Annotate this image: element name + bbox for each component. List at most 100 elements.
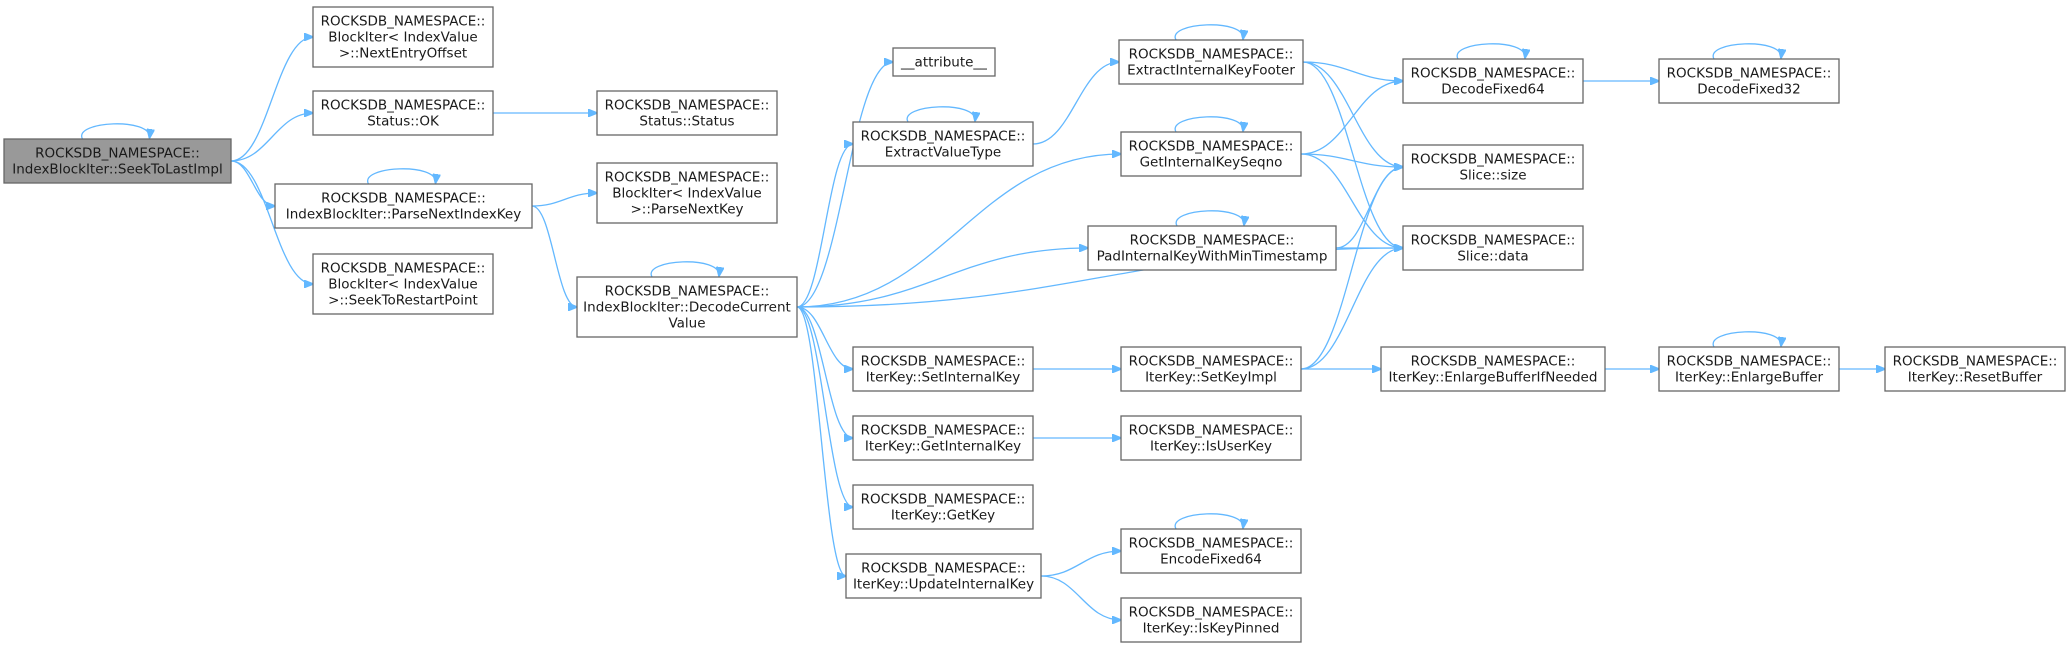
node-slice-size[interactable]: ROCKSDB_NAMESPACE::Slice::size <box>1402 144 1584 190</box>
node-label: Value <box>668 316 705 332</box>
node-label: IterKey::GetKey <box>891 508 995 524</box>
node-enlargebuffer[interactable]: ROCKSDB_NAMESPACE::IterKey::EnlargeBuffe… <box>1658 346 1840 392</box>
node-nextentryoffset[interactable]: ROCKSDB_NAMESPACE::BlockIter< IndexValue… <box>312 6 494 68</box>
edge-getinternalkeyseqno-to-getinternalkeyseqno <box>1174 116 1243 132</box>
edge-seektolast-to-seektolast <box>81 123 150 139</box>
node-label: ROCKSDB_NAMESPACE:: <box>605 98 770 114</box>
node-box <box>1380 346 1606 392</box>
node-setkeyimpl[interactable]: ROCKSDB_NAMESPACE::IterKey::SetKeyImpl <box>1120 346 1302 392</box>
node-box <box>1120 346 1302 392</box>
node-box <box>312 253 494 315</box>
node-label: Slice::data <box>1457 249 1528 265</box>
edge-parsenextindexkey-to-parsenextkey <box>531 193 597 207</box>
edge-padinternalkey-to-slice-size <box>1335 167 1403 249</box>
node-isuserkey[interactable]: ROCKSDB_NAMESPACE::IterKey::IsUserKey <box>1120 415 1302 461</box>
edge-parsenextindexkey-to-parsenextindexkey <box>367 168 436 184</box>
node-label: ROCKSDB_NAMESPACE:: <box>321 191 486 207</box>
node-label: IterKey::EnlargeBufferIfNeeded <box>1389 370 1598 386</box>
node-getkey[interactable]: ROCKSDB_NAMESPACE::IterKey::GetKey <box>852 484 1034 530</box>
node-label: Slice::size <box>1459 168 1526 184</box>
node-box <box>1087 225 1337 271</box>
edge-updateinternalkey-to-encodefixed64 <box>1040 551 1121 577</box>
edge-setkeyimpl-to-slice-size <box>1300 167 1403 370</box>
edge-decodecurrentvalue-to-extractvaluetype <box>796 144 853 308</box>
node-label: ROCKSDB_NAMESPACE:: <box>35 146 200 162</box>
node-encodefixed64[interactable]: ROCKSDB_NAMESPACE::EncodeFixed64 <box>1120 528 1302 574</box>
node-label: ROCKSDB_NAMESPACE:: <box>1129 139 1294 155</box>
node-attribute[interactable]: __attribute__ <box>892 47 996 77</box>
node-box <box>1402 144 1584 190</box>
node-label: __attribute__ <box>900 55 987 71</box>
node-seektolast[interactable]: ROCKSDB_NAMESPACE::IndexBlockIter::SeekT… <box>3 138 232 184</box>
node-resetbuffer[interactable]: ROCKSDB_NAMESPACE::IterKey::ResetBuffer <box>1884 346 2066 392</box>
node-seektorestartpoint[interactable]: ROCKSDB_NAMESPACE::BlockIter< IndexValue… <box>312 253 494 315</box>
node-getinternalkeyseqno[interactable]: ROCKSDB_NAMESPACE::GetInternalKeySeqno <box>1120 131 1302 177</box>
node-label: IterKey::EnlargeBuffer <box>1675 370 1823 386</box>
edge-setkeyimpl-to-slice-data <box>1300 248 1403 370</box>
node-box <box>576 276 798 338</box>
edge-decodecurrentvalue-to-getkey <box>796 306 853 507</box>
node-status-status[interactable]: ROCKSDB_NAMESPACE::Status::Status <box>596 90 778 136</box>
node-label: DecodeFixed64 <box>1441 82 1544 98</box>
node-label: DecodeFixed32 <box>1697 82 1800 98</box>
node-label: >::SeekToRestartPoint <box>328 293 478 309</box>
node-label: ROCKSDB_NAMESPACE:: <box>321 261 486 277</box>
node-label: ROCKSDB_NAMESPACE:: <box>1667 354 1832 370</box>
node-label: PadInternalKeyWithMinTimestamp <box>1097 249 1328 265</box>
node-box <box>852 484 1034 530</box>
node-label: ROCKSDB_NAMESPACE:: <box>1411 354 1576 370</box>
edge-decodecurrentvalue-to-updateinternalkey <box>796 306 846 576</box>
edge-decodecurrentvalue-to-getinternalkey <box>796 306 853 438</box>
node-slice-data[interactable]: ROCKSDB_NAMESPACE::Slice::data <box>1402 225 1584 271</box>
node-label: ROCKSDB_NAMESPACE:: <box>321 14 486 30</box>
node-parsenextkey[interactable]: ROCKSDB_NAMESPACE::BlockIter< IndexValue… <box>596 162 778 224</box>
nodes-layer: ROCKSDB_NAMESPACE::IndexBlockIter::SeekT… <box>3 6 2066 643</box>
node-label: ROCKSDB_NAMESPACE:: <box>321 98 486 114</box>
node-status-ok[interactable]: ROCKSDB_NAMESPACE::Status::OK <box>312 90 494 136</box>
edge-encodefixed64-to-encodefixed64 <box>1174 513 1243 529</box>
node-label: IndexBlockIter::SeekToLastImpl <box>12 162 222 178</box>
node-updateinternalkey[interactable]: ROCKSDB_NAMESPACE::IterKey::UpdateIntern… <box>845 553 1042 599</box>
node-label: IterKey::IsKeyPinned <box>1143 621 1280 637</box>
node-label: IterKey::UpdateInternalKey <box>853 577 1034 593</box>
node-label: BlockIter< IndexValue <box>328 30 477 46</box>
node-box <box>312 6 494 68</box>
node-label: ROCKSDB_NAMESPACE:: <box>605 170 770 186</box>
node-extractinternalkeyfooter[interactable]: ROCKSDB_NAMESPACE::ExtractInternalKeyFoo… <box>1118 39 1304 85</box>
node-box <box>1658 58 1840 104</box>
edge-decodecurrentvalue-to-setinternalkey <box>796 306 853 369</box>
node-iskeypinned[interactable]: ROCKSDB_NAMESPACE::IterKey::IsKeyPinned <box>1120 597 1302 643</box>
node-label: ROCKSDB_NAMESPACE:: <box>1411 233 1576 249</box>
node-extractvaluetype[interactable]: ROCKSDB_NAMESPACE::ExtractValueType <box>852 121 1034 167</box>
node-label: ROCKSDB_NAMESPACE:: <box>1129 47 1294 63</box>
node-padinternalkey[interactable]: ROCKSDB_NAMESPACE::PadInternalKeyWithMin… <box>1087 225 1337 271</box>
node-setinternalkey[interactable]: ROCKSDB_NAMESPACE::IterKey::SetInternalK… <box>852 346 1034 392</box>
edge-extractinternalkeyfooter-to-slice-size <box>1302 61 1403 167</box>
node-decodefixed32[interactable]: ROCKSDB_NAMESPACE::DecodeFixed32 <box>1658 58 1840 104</box>
node-label: ROCKSDB_NAMESPACE:: <box>1129 354 1294 370</box>
node-getinternalkey[interactable]: ROCKSDB_NAMESPACE::IterKey::GetInternalK… <box>852 415 1034 461</box>
node-box <box>1118 39 1304 85</box>
edge-seektolast-to-parsenextindexkey <box>230 160 275 206</box>
node-decodecurrentvalue[interactable]: ROCKSDB_NAMESPACE::IndexBlockIter::Decod… <box>576 276 798 338</box>
edge-getinternalkeyseqno-to-slice-size <box>1300 153 1403 167</box>
node-label: IterKey::GetInternalKey <box>865 439 1021 455</box>
node-label: ExtractValueType <box>885 145 1001 161</box>
node-label: ROCKSDB_NAMESPACE:: <box>861 492 1026 508</box>
node-box <box>1120 528 1302 574</box>
node-label: ROCKSDB_NAMESPACE:: <box>1129 423 1294 439</box>
node-parsenextindexkey[interactable]: ROCKSDB_NAMESPACE::IndexBlockIter::Parse… <box>274 183 533 229</box>
node-label: IterKey::IsUserKey <box>1150 439 1272 455</box>
node-label: EncodeFixed64 <box>1160 552 1262 568</box>
node-box <box>1402 58 1584 104</box>
node-enlargebufferifneeded[interactable]: ROCKSDB_NAMESPACE::IterKey::EnlargeBuffe… <box>1380 346 1606 392</box>
edge-extractvaluetype-to-extractvaluetype <box>906 106 975 122</box>
node-box <box>1402 225 1584 271</box>
edge-decodefixed32-to-decodefixed32 <box>1712 43 1781 59</box>
node-label: >::ParseNextKey <box>630 202 743 218</box>
node-label: ROCKSDB_NAMESPACE:: <box>1893 354 2058 370</box>
node-box <box>312 90 494 136</box>
node-label: >::NextEntryOffset <box>339 46 467 62</box>
node-decodefixed64[interactable]: ROCKSDB_NAMESPACE::DecodeFixed64 <box>1402 58 1584 104</box>
